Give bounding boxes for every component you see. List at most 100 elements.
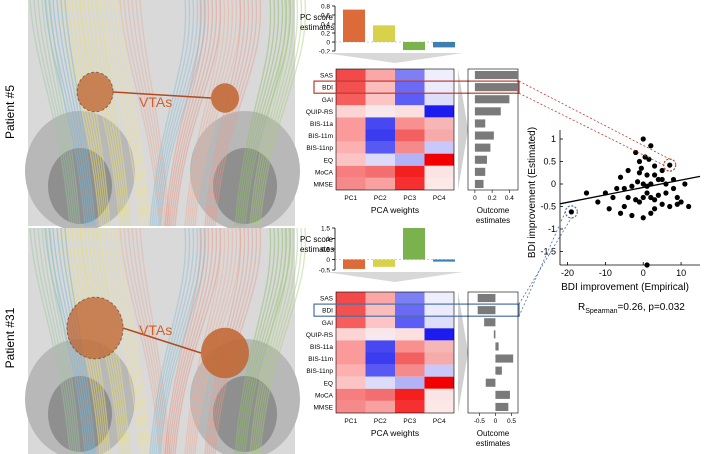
connector-red-bottom <box>518 92 664 166</box>
fiber-tract <box>238 0 280 227</box>
fiber-tract <box>111 0 147 227</box>
heatmap-cell <box>336 400 366 413</box>
scatter-x-tick-label: -20 <box>561 268 574 278</box>
scatter-x-tick-label: 0 <box>641 268 646 278</box>
pc-bar <box>433 259 455 262</box>
fiber-tract <box>56 0 92 227</box>
scatter-point <box>621 185 627 192</box>
heatmap-row-label: MoCA <box>315 392 334 399</box>
heatmap-cell <box>395 352 425 365</box>
scatter-point <box>646 156 652 162</box>
fiber-tract <box>155 227 199 454</box>
vta-right <box>211 83 239 113</box>
fiber-tract <box>234 227 272 454</box>
heatmap-cell <box>336 153 366 166</box>
scatter-point <box>568 209 574 215</box>
scatter-statistic: RSpearman=0.26, p=0.032 <box>578 302 685 315</box>
outcome-bar <box>474 155 487 164</box>
heatmap-row-label: SAS <box>320 73 334 80</box>
outcome-xlabel-line1: Outcome <box>477 429 510 438</box>
scatter-point <box>595 199 601 205</box>
fiber-tract <box>45 227 79 454</box>
scatter-point <box>670 176 677 183</box>
scatter-point <box>648 210 654 216</box>
connector-red-top <box>518 80 670 160</box>
fiber-tract <box>168 0 210 227</box>
fiber-tract <box>184 0 222 227</box>
fiber-tract <box>184 227 222 454</box>
scatter-point <box>629 212 635 219</box>
outcome-tick-label: 0 <box>494 418 498 425</box>
scatter-point <box>670 185 677 192</box>
fiber-tract <box>37 0 75 227</box>
heatmap-cell <box>395 81 425 94</box>
heatmap-row-label: BIS-11np <box>306 368 333 375</box>
outcome-bar <box>474 83 518 92</box>
fiber-tract <box>172 0 218 227</box>
heatmap-cell <box>365 328 395 341</box>
outcome-bar <box>477 306 496 315</box>
heatmap-cell <box>424 316 454 329</box>
patient-31-label: Patient #31 <box>3 307 17 368</box>
fiber-tract <box>107 0 145 227</box>
fiber-tract <box>99 0 141 227</box>
highlight-connectors <box>518 80 670 317</box>
outcome-bar <box>474 131 494 140</box>
fiber-tract <box>135 0 169 227</box>
heatmap-col-label: PC2 <box>374 195 387 202</box>
patient-5-label: Patient #5 <box>3 85 17 139</box>
heatmap-cell <box>424 93 454 106</box>
pc-tick-label: 0.6 <box>321 13 330 20</box>
scatter-point <box>640 215 646 221</box>
heatmap-cell <box>336 129 366 142</box>
fiber-tract <box>249 227 287 454</box>
fiber-tract <box>251 227 291 454</box>
heatmap-col-label: PC1 <box>344 195 357 202</box>
heatmap-cell <box>424 328 454 341</box>
fiber-tract <box>52 0 90 227</box>
heatmap-cell <box>336 81 366 94</box>
fiber-tract <box>186 0 226 227</box>
fiber-tract <box>159 227 207 454</box>
heatmap-col-label: PC4 <box>433 195 446 202</box>
fiber-tract <box>135 227 169 454</box>
vta-connector <box>112 91 212 99</box>
outcome-tick-label: 0 <box>473 195 477 202</box>
outcome-bar <box>477 294 496 303</box>
heatmap-col-label: PC3 <box>403 195 416 202</box>
heatmap-cell <box>395 117 425 130</box>
heatmap-row-label: EQ <box>324 380 333 387</box>
pc-bar <box>403 228 425 260</box>
scatter-point <box>674 201 680 207</box>
fiber-tract <box>107 227 145 454</box>
heatmap-cell <box>365 292 395 305</box>
fiber-tract <box>41 0 77 227</box>
vta-left <box>76 71 114 113</box>
heatmap-cell <box>424 141 454 154</box>
scatter-point <box>686 203 692 210</box>
outcome-tick-label: 0.5 <box>507 418 516 425</box>
scatter-point <box>667 203 673 210</box>
heatmap-cell <box>395 69 425 82</box>
heatmap-row-label: BDI <box>322 85 333 92</box>
outcome-bar <box>474 143 491 152</box>
fiber-tract <box>251 0 291 227</box>
fiber-tract <box>159 0 207 227</box>
fiber-tract <box>210 227 254 454</box>
scatter-point <box>625 167 631 174</box>
scatter-point <box>651 206 658 212</box>
heatmap-cell <box>395 177 425 190</box>
heatmap-cell <box>395 93 425 106</box>
pc-tick-label: 0.4 <box>321 22 330 29</box>
fiber-tract <box>153 227 195 454</box>
heatmap-row-label: QUIP-RS <box>306 332 334 339</box>
heatmap-cell <box>336 292 366 305</box>
pc-ylabel-line1: PC score <box>300 13 333 22</box>
heatmap-row-label: BIS-11a <box>310 121 333 128</box>
outcome-bar <box>474 119 486 128</box>
heatmap-row-label: BDI <box>322 308 333 315</box>
fiber-tract <box>255 0 299 227</box>
